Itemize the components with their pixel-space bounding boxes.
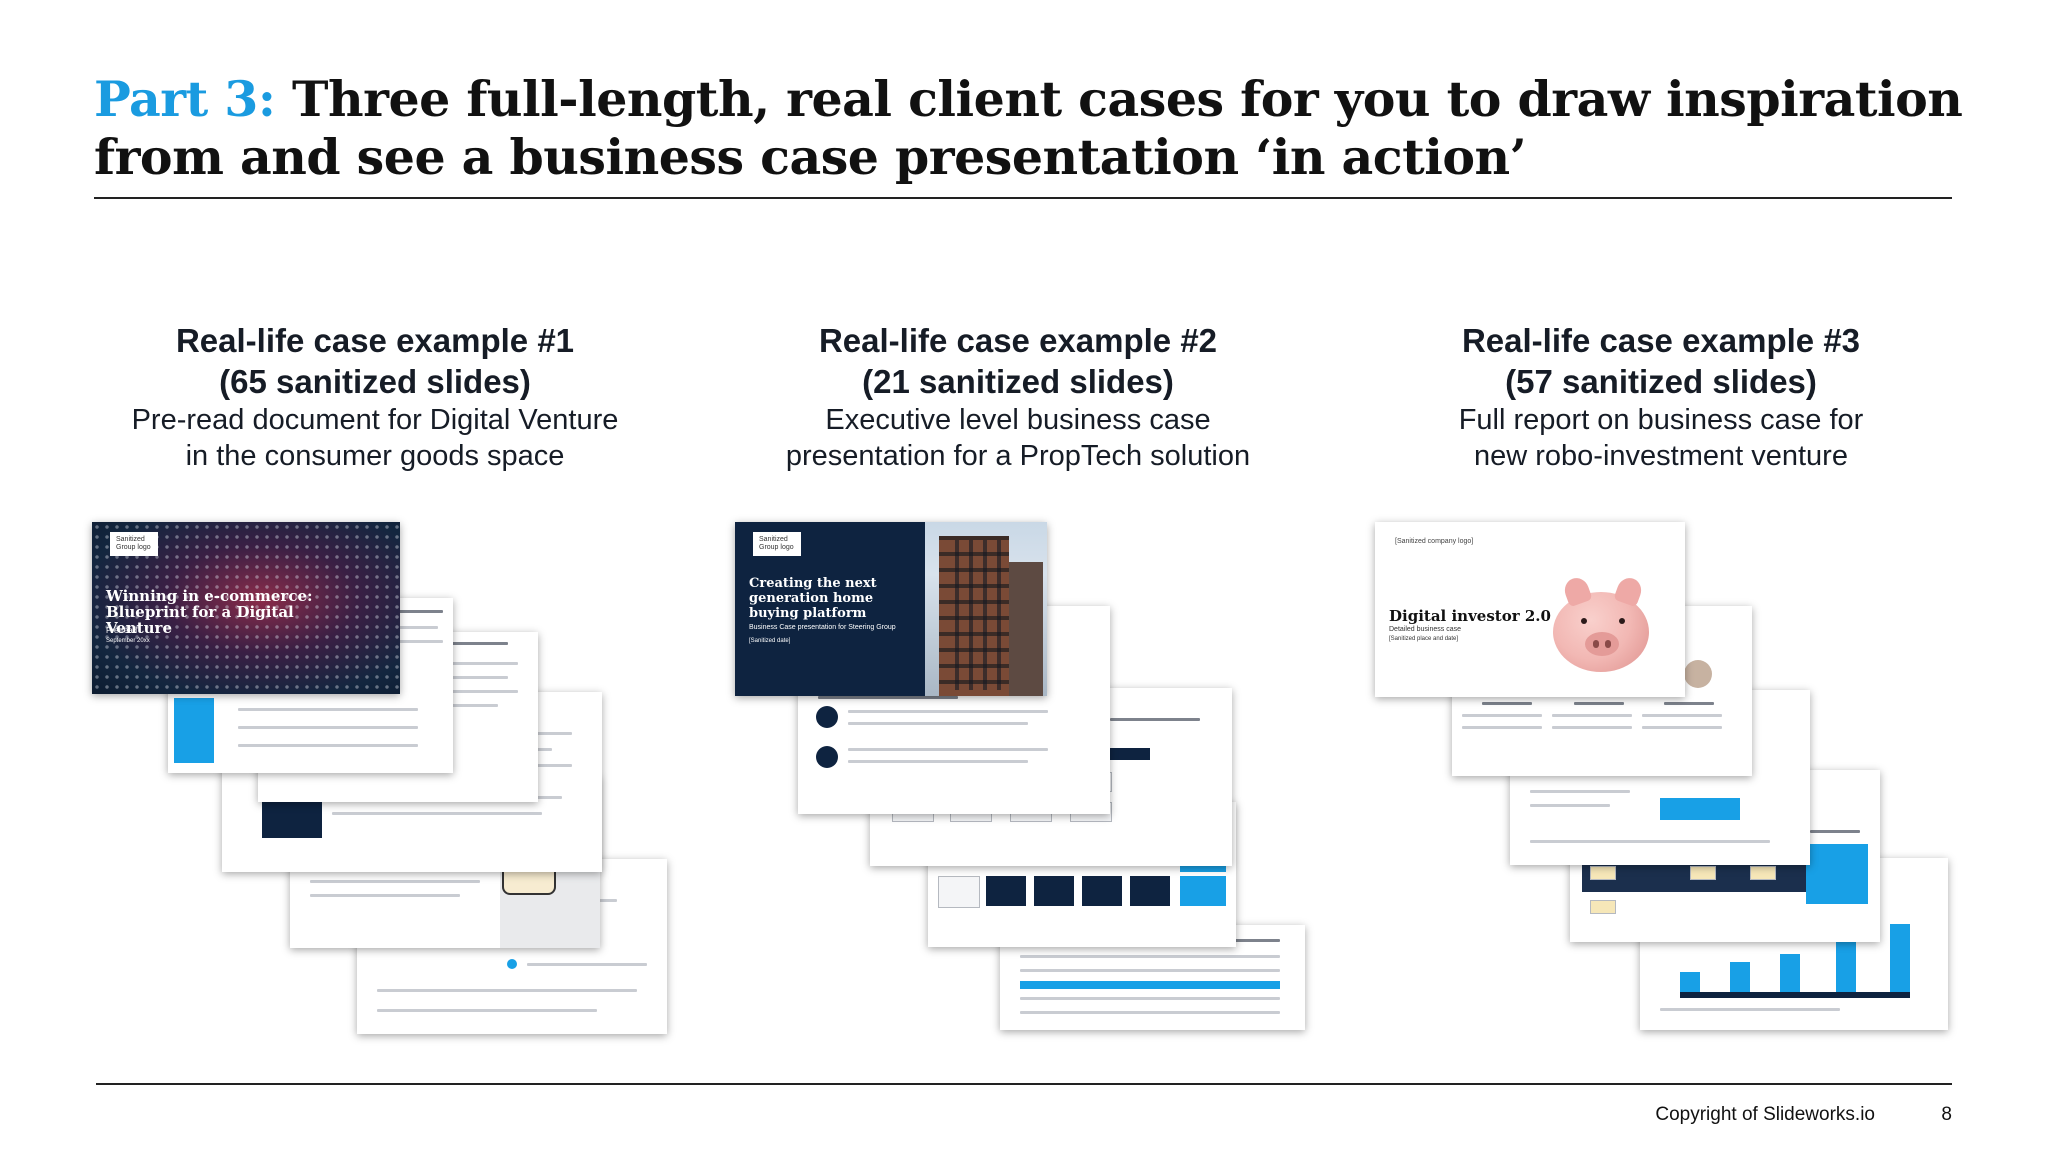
case-2-desc-line2: presentation for a PropTech solution xyxy=(785,440,1251,472)
footer-copyright: Copyright of Slideworks.io xyxy=(1655,1104,1875,1125)
piggy-bank-image xyxy=(1547,572,1657,682)
title-divider xyxy=(94,197,1952,199)
case-1-cover-title: Winning in e-commerce: Blueprint for a D… xyxy=(106,587,313,637)
case-2-slide-count: (21 sanitized slides) xyxy=(862,363,1174,400)
case-2-cover-slide: Sanitized Group logo Creating the next g… xyxy=(735,522,1047,696)
case-3-slide-count: (57 sanitized slides) xyxy=(1505,363,1817,400)
case-1-cover-logo: Sanitized Group logo xyxy=(110,532,158,556)
case-1-desc-line2: in the consumer goods space xyxy=(185,440,565,472)
case-1-cover-sub1: Pre-read xyxy=(106,626,138,635)
case-3-cover-logo: [Sanitized company logo] xyxy=(1395,538,1474,545)
footer-divider xyxy=(96,1083,1952,1085)
case-1-slide-count: (65 sanitized slides) xyxy=(219,363,531,400)
building-photo xyxy=(925,522,1047,696)
case-3-cover-sub1: Detailed business case xyxy=(1389,626,1461,633)
case-1-desc-line1: Pre-read document for Digital Venture xyxy=(131,404,619,436)
case-3-cover-title: Digital investor 2.0 xyxy=(1389,607,1551,625)
page-number: 8 xyxy=(1941,1104,1952,1125)
case-1-heading: Real-life case example #1 (65 sanitized … xyxy=(55,320,695,474)
case-1-cover-slide: Sanitized Group logo Winning in e-commer… xyxy=(92,522,400,694)
case-2-cover-title: Creating the next generation home buying… xyxy=(749,576,877,621)
case-2-cover-sub1: Business Case presentation for Steering … xyxy=(749,624,896,631)
case-1-cover-sub2: September 20xx xyxy=(106,638,150,644)
case-1-title: Real-life case example #1 xyxy=(175,322,575,359)
case-3-heading: Real-life case example #3 (57 sanitized … xyxy=(1341,320,1981,474)
case-3-cover-sub2: [Sanitized place and date] xyxy=(1389,636,1459,642)
case-3-title: Real-life case example #3 xyxy=(1461,322,1861,359)
slide-title-accent: Part 3: xyxy=(94,70,276,128)
case-2-title: Real-life case example #2 xyxy=(818,322,1218,359)
case-2-cover-logo: Sanitized Group logo xyxy=(753,532,801,556)
case-3-desc-line2: new robo-investment venture xyxy=(1474,440,1848,472)
slide-title-text: Three full-length, real client cases for… xyxy=(94,70,1963,186)
case-2-heading: Real-life case example #2 (21 sanitized … xyxy=(698,320,1338,474)
slide-title: Part 3: Three full-length, real client c… xyxy=(94,70,1974,186)
case-3-cover-slide: [Sanitized company logo] Digital investo… xyxy=(1375,522,1685,697)
person-avatar xyxy=(1684,660,1712,688)
case-3-desc-line1: Full report on business case for xyxy=(1458,404,1864,436)
case-2-cover-sub2: [Sanitized date] xyxy=(749,638,791,644)
case-2-desc-line1: Executive level business case xyxy=(825,404,1211,436)
